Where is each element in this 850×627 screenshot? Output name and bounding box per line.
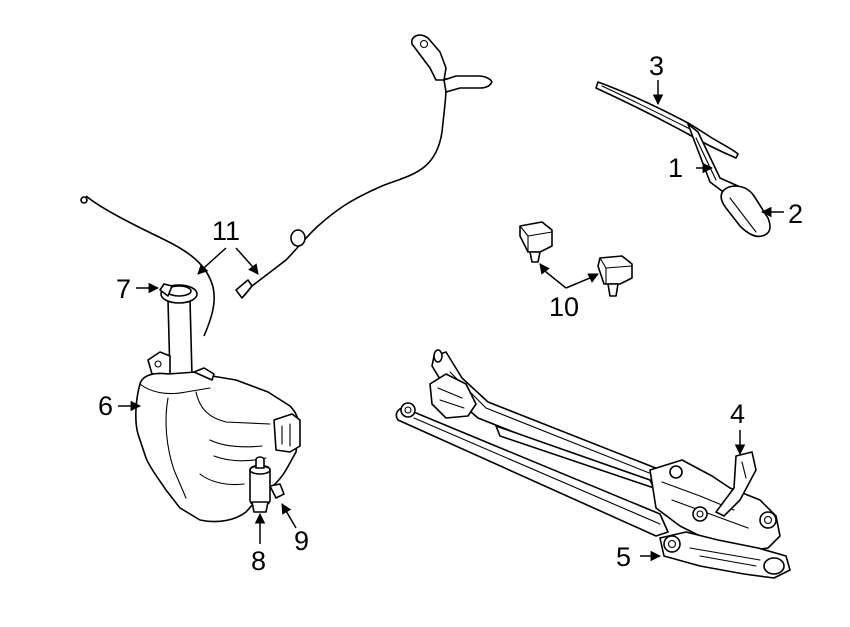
callout-labels: 1 2 3 4 5 6 7 8 9 10 11 [98, 51, 803, 576]
callout-7: 7 [116, 274, 131, 304]
wiper-arm-cap [720, 185, 771, 238]
wiper-linkage [395, 349, 791, 579]
washer-reservoir [135, 283, 301, 523]
callout-3: 3 [649, 51, 664, 81]
callout-1: 1 [668, 153, 683, 183]
callout-2: 2 [788, 199, 803, 229]
wiper-arm-assembly [595, 81, 771, 238]
washer-hose [80, 34, 493, 337]
callout-6: 6 [98, 391, 113, 421]
callout-9: 9 [294, 526, 309, 556]
callout-5: 5 [616, 542, 631, 572]
leader-lines [118, 80, 784, 562]
pivot-bracket [715, 451, 757, 517]
washer-nozzles [519, 221, 633, 297]
callout-10: 10 [549, 292, 579, 322]
wiper-motor [659, 531, 791, 579]
wiper-blade [595, 81, 739, 159]
callout-8: 8 [251, 546, 266, 576]
callout-4: 4 [730, 399, 745, 429]
callout-11: 11 [212, 216, 240, 246]
